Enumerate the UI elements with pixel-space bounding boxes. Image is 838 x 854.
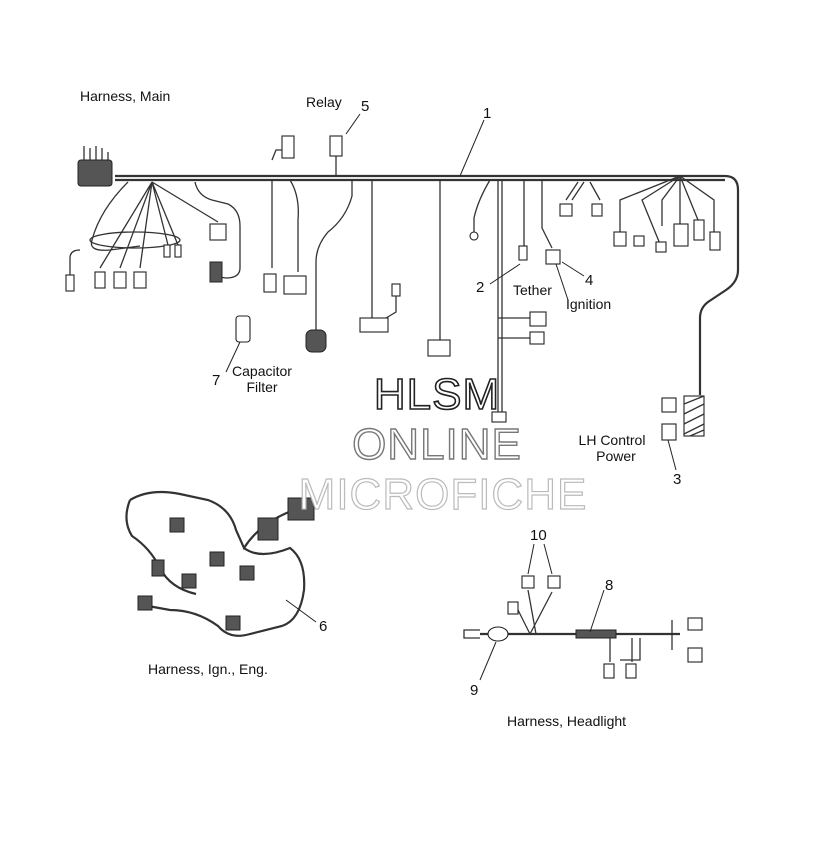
lh-control-label-line2: Power xyxy=(596,448,636,464)
connector-icon xyxy=(661,397,677,413)
callout-7: 7 xyxy=(212,372,220,389)
connector-icon xyxy=(507,601,519,615)
connector-icon xyxy=(687,617,703,631)
connector-icon xyxy=(491,411,507,423)
connector-icon xyxy=(603,663,615,679)
callout-9: 9 xyxy=(470,682,478,699)
ign-eng-harness-drawing xyxy=(125,490,315,637)
headlight-bulb-icon xyxy=(521,575,535,589)
headlight-harness-drawing xyxy=(463,575,703,679)
capacitor-label-line2: Filter xyxy=(246,379,277,395)
connector-icon xyxy=(181,573,197,589)
callout-1: 1 xyxy=(483,105,491,122)
harness-sleeve-icon xyxy=(575,629,617,639)
connector-icon xyxy=(94,271,106,289)
headlight-bulb-icon xyxy=(547,575,561,589)
connector-icon xyxy=(257,517,279,541)
small-terminal-icon xyxy=(65,274,75,292)
callout-6: 6 xyxy=(319,618,327,635)
connector-icon xyxy=(529,331,545,345)
connector-icon xyxy=(281,135,295,159)
headlight-harness-title: Harness, Headlight xyxy=(507,713,626,729)
relay-icon xyxy=(329,135,343,157)
lh-control-label-line1: LH Control xyxy=(579,432,646,448)
connector-icon xyxy=(391,283,401,297)
connector-icon xyxy=(633,235,645,247)
connector-icon xyxy=(263,273,277,293)
capacitor-filter-icon xyxy=(235,315,251,343)
connector-icon xyxy=(613,231,627,247)
connector-icon xyxy=(283,275,307,295)
connector-icon xyxy=(151,559,165,577)
connector-icon xyxy=(625,663,637,679)
connector-icon xyxy=(687,647,703,663)
connector-icon xyxy=(529,311,547,327)
main-connector-icon xyxy=(77,159,113,187)
connector-icon xyxy=(209,261,223,283)
connector-icon xyxy=(693,219,705,241)
connector-icon xyxy=(209,551,225,567)
connector-icon xyxy=(287,497,315,521)
connector-icon xyxy=(655,241,667,253)
tether-connector-icon xyxy=(518,245,528,261)
main-harness-drawing xyxy=(65,135,740,441)
connector-icon xyxy=(591,203,603,217)
connector-icon xyxy=(163,244,171,258)
ignition-label: Ignition xyxy=(566,296,611,312)
callout-3: 3 xyxy=(673,471,681,488)
connector-icon xyxy=(427,339,451,357)
main-harness-title: Harness, Main xyxy=(80,88,170,104)
callout-8: 8 xyxy=(605,577,613,594)
tether-label: Tether xyxy=(513,282,552,298)
connector-icon xyxy=(673,223,689,247)
callout-4: 4 xyxy=(585,272,593,289)
callout-10: 10 xyxy=(530,527,547,544)
watermark-line1: HLSM xyxy=(374,370,500,419)
connector-icon xyxy=(169,517,185,533)
ignition-connector-icon xyxy=(545,249,561,265)
relay-label: Relay xyxy=(306,94,342,110)
watermark-line2: ONLINE xyxy=(352,420,522,469)
lh-control-power-connector-icon xyxy=(661,423,677,441)
leader-lines xyxy=(225,113,677,681)
connector-icon xyxy=(209,223,227,241)
connector-icon xyxy=(174,244,182,258)
connector-icon xyxy=(113,271,127,289)
ign-eng-harness-title: Harness, Ign., Eng. xyxy=(148,661,268,677)
callout-5: 5 xyxy=(361,98,369,115)
connector-icon xyxy=(239,565,255,581)
connector-icon xyxy=(137,595,153,611)
watermark: HLSM ONLINE MICROFICHE xyxy=(298,369,588,519)
callout-2: 2 xyxy=(476,279,484,296)
capacitor-label-line1: Capacitor xyxy=(232,363,292,379)
connector-icon xyxy=(469,231,479,241)
connector-icon xyxy=(305,329,327,353)
connector-icon xyxy=(487,626,509,642)
connector-icon xyxy=(359,317,389,333)
connector-icon xyxy=(559,203,573,217)
connector-icon xyxy=(133,271,147,289)
watermark-line3: MICROFICHE xyxy=(299,470,588,519)
connector-icon xyxy=(225,615,241,631)
connector-icon xyxy=(709,231,721,251)
